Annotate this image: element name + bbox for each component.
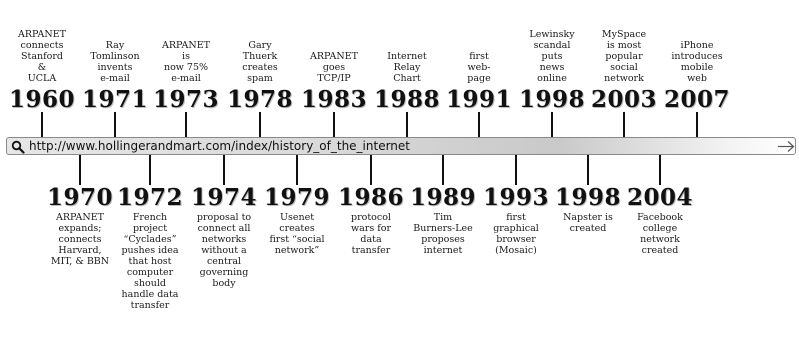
timeline-tick xyxy=(551,112,553,137)
timeline-tick xyxy=(185,112,187,137)
event-caption: Tim Burners-Lee proposes internet xyxy=(413,212,473,256)
timeline-tick xyxy=(406,112,408,137)
event-caption: first web-page xyxy=(467,51,491,84)
event-above-1998: Lewinsky scandal puts news online 1998 xyxy=(507,0,597,112)
timeline-tick xyxy=(259,112,261,137)
timeline-tick xyxy=(79,155,81,185)
event-caption: ARPANET is now 75% e-mail xyxy=(162,40,210,84)
event-below-1986: 1986 protocol wars for data transfer xyxy=(326,184,416,257)
event-below-1998: 1998 Napster is created xyxy=(543,184,633,235)
event-year: 1998 xyxy=(554,184,621,211)
timeline-tick xyxy=(478,112,480,137)
event-caption: Gary Thuerk creates spam xyxy=(242,40,278,84)
event-above-2007: iPhone introduces mobile web 2007 xyxy=(652,0,742,112)
timeline-tick xyxy=(41,112,43,137)
event-below-1972: 1972 French project “Cyclades” pushes id… xyxy=(105,184,195,312)
url-bar[interactable]: http://www.hollingerandmart.com/index/hi… xyxy=(6,137,796,155)
event-below-1989: 1989 Tim Burners-Lee proposes internet xyxy=(398,184,488,257)
event-above-1960: ARPANET connects Stanford & UCLA 1960 xyxy=(0,0,87,112)
event-year: 2003 xyxy=(590,86,657,113)
timeline-tick xyxy=(442,155,444,185)
search-icon xyxy=(11,140,25,154)
event-year: 1973 xyxy=(152,86,219,113)
timeline-tick xyxy=(114,112,116,137)
event-caption: Napster is created xyxy=(563,212,613,234)
event-year: 1983 xyxy=(300,86,367,113)
timeline-tick xyxy=(296,155,298,185)
event-year: 1970 xyxy=(46,184,113,211)
event-caption: Lewinsky scandal puts news online xyxy=(529,29,575,84)
event-year: 1974 xyxy=(190,184,257,211)
event-caption: French project “Cyclades” pushes idea th… xyxy=(121,212,179,311)
event-year: 1993 xyxy=(482,184,549,211)
event-above-1973: ARPANET is now 75% e-mail 1973 xyxy=(141,0,231,112)
event-caption: MySpace is most popular social network xyxy=(601,29,647,84)
timeline-tick xyxy=(623,112,625,137)
arrow-right-icon[interactable] xyxy=(777,140,795,153)
event-year: 1988 xyxy=(373,86,440,113)
url-text[interactable]: http://www.hollingerandmart.com/index/hi… xyxy=(29,139,410,153)
event-year: 1960 xyxy=(8,86,75,113)
event-caption: proposal to connect all networks without… xyxy=(196,212,252,289)
event-year: 1979 xyxy=(263,184,330,211)
event-year: 2007 xyxy=(663,86,730,113)
timeline-tick xyxy=(696,112,698,137)
event-above-1978: Gary Thuerk creates spam 1978 xyxy=(215,0,305,112)
timeline-tick xyxy=(333,112,335,137)
event-year: 1991 xyxy=(445,86,512,113)
event-caption: Ray Tomlinson invents e-mail xyxy=(90,40,140,84)
event-above-1988: Internet Relay Chart 1988 xyxy=(362,0,452,112)
event-below-1993: 1993 first graphical browser (Mosaic) xyxy=(471,184,561,257)
timeline-tick xyxy=(515,155,517,185)
event-caption: Facebook college network created xyxy=(637,212,683,256)
event-above-1983: ARPANET goes TCP/IP 1983 xyxy=(289,0,379,112)
event-year: 1972 xyxy=(116,184,183,211)
event-above-1971: Ray Tomlinson invents e-mail 1971 xyxy=(70,0,160,112)
timeline-tick xyxy=(659,155,661,185)
event-year: 1989 xyxy=(409,184,476,211)
event-below-1970: 1970 ARPANET expands; connects Harvard, … xyxy=(35,184,125,268)
event-caption: Internet Relay Chart xyxy=(387,51,427,84)
event-below-1979: 1979 Usenet creates first “social networ… xyxy=(252,184,342,257)
timeline-tick xyxy=(149,155,151,185)
event-caption: ARPANET connects Stanford & UCLA xyxy=(18,29,66,84)
event-caption: ARPANET expands; connects Harvard, MIT, … xyxy=(50,212,110,267)
event-below-1974: 1974 proposal to connect all networks wi… xyxy=(179,184,269,290)
event-above-2003: MySpace is most popular social network 2… xyxy=(579,0,669,112)
event-caption: iPhone introduces mobile web xyxy=(671,40,723,84)
event-year: 1978 xyxy=(226,86,293,113)
timeline-tick xyxy=(223,155,225,185)
event-caption: protocol wars for data transfer xyxy=(350,212,391,256)
event-above-1991: first web-page 1991 xyxy=(434,0,524,112)
event-caption: Usenet creates first “social network” xyxy=(269,212,325,256)
event-caption: first graphical browser (Mosaic) xyxy=(493,212,539,256)
event-caption: ARPANET goes TCP/IP xyxy=(310,51,358,84)
event-year: 1971 xyxy=(81,86,148,113)
timeline-tick xyxy=(370,155,372,185)
event-below-2004: 2004 Facebook college network created xyxy=(615,184,705,257)
event-year: 2004 xyxy=(626,184,693,211)
event-year: 1986 xyxy=(337,184,404,211)
event-year: 1998 xyxy=(518,86,585,113)
timeline-tick xyxy=(587,155,589,185)
